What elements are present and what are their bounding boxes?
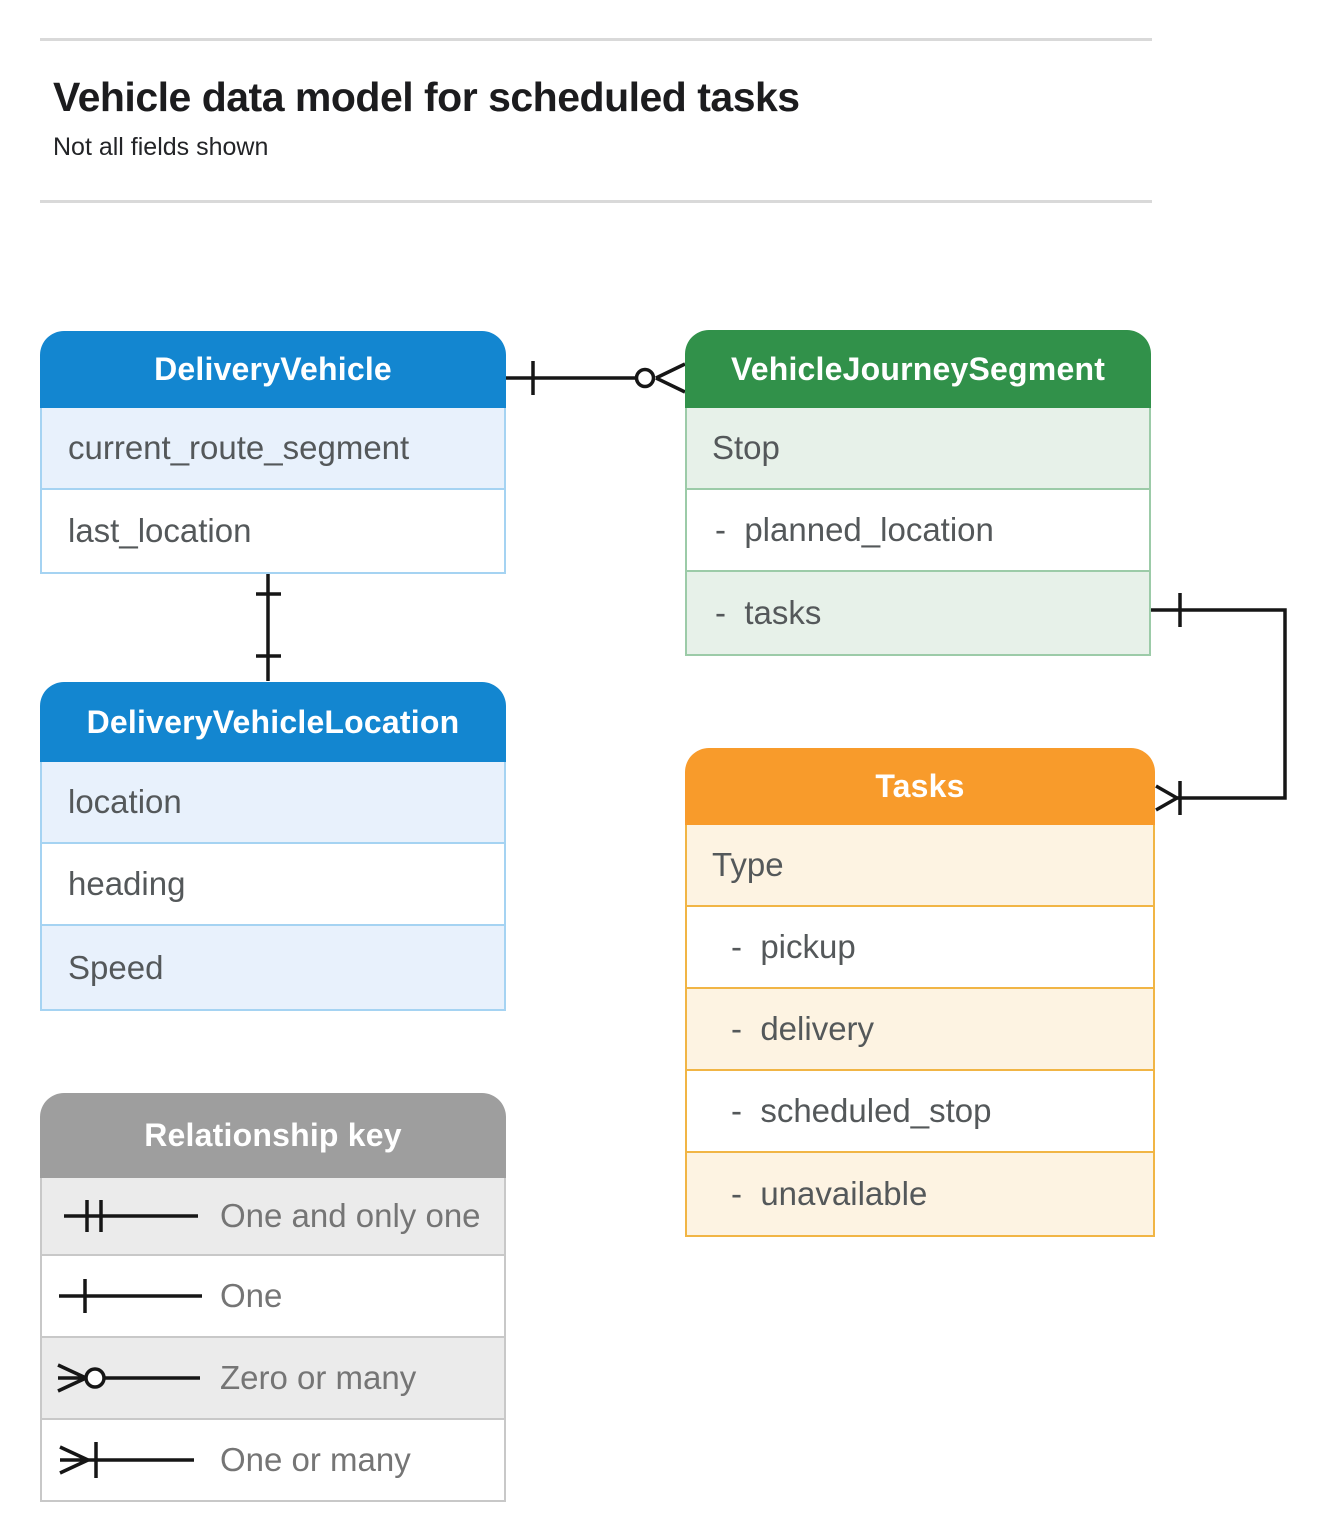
relationship-key: Relationship key One and only one One [40, 1093, 506, 1502]
field-heading: heading [42, 842, 504, 924]
field-tasks: - tasks [687, 570, 1149, 654]
field-scheduled-stop: - scheduled_stop [687, 1069, 1153, 1151]
zero-or-many-symbol [57, 1363, 200, 1393]
connector-vehiclejourneysegment-to-tasks [1150, 593, 1287, 815]
field-delivery: - delivery [687, 987, 1153, 1069]
field-speed: Speed [42, 924, 504, 1009]
relationship-key-title: Relationship key [40, 1093, 506, 1178]
entity-delivery-vehicle-title: DeliveryVehicle [40, 331, 506, 408]
entity-delivery-vehicle: DeliveryVehicle current_route_segment la… [40, 331, 506, 574]
top-divider [40, 38, 1152, 41]
legend-item-one-and-only-one: One and only one [42, 1178, 504, 1254]
field-type: Type [687, 825, 1153, 905]
one-symbol [59, 1279, 202, 1313]
page-subtitle: Not all fields shown [53, 133, 269, 161]
field-pickup: - pickup [687, 905, 1153, 987]
entity-tasks: Tasks Type - pickup - delivery - schedul… [685, 748, 1155, 1237]
legend-item-one-or-many: One or many [42, 1418, 504, 1500]
legend-label: One or many [220, 1441, 411, 1478]
entity-delivery-vehicle-location-title: DeliveryVehicleLocation [40, 682, 506, 762]
entity-vehicle-journey-segment-title: VehicleJourneySegment [685, 330, 1151, 408]
field-location: location [42, 762, 504, 842]
field-current-route-segment: current_route_segment [42, 408, 504, 488]
bottom-divider [40, 200, 1152, 203]
legend-label: One and only one [220, 1197, 481, 1234]
connector-deliveryvehicle-to-deliveryvehiclelocation [256, 570, 281, 681]
field-planned-location: - planned_location [687, 488, 1149, 570]
one-or-many-symbol [59, 1442, 194, 1478]
entity-vehicle-journey-segment: VehicleJourneySegment Stop - planned_loc… [685, 330, 1151, 656]
field-stop: Stop [687, 408, 1149, 488]
field-last-location: last_location [42, 488, 504, 572]
entity-delivery-vehicle-location: DeliveryVehicleLocation location heading… [40, 682, 506, 1011]
page-title: Vehicle data model for scheduled tasks [53, 74, 800, 120]
connector-deliveryvehicle-to-vehiclejourneysegment [506, 361, 686, 395]
legend-label: One [220, 1277, 283, 1314]
legend-item-zero-or-many: Zero or many [42, 1336, 504, 1418]
legend-item-one: One [42, 1254, 504, 1336]
one-and-only-one-symbol [64, 1200, 198, 1232]
entity-tasks-title: Tasks [685, 748, 1155, 825]
field-unavailable: - unavailable [687, 1151, 1153, 1235]
legend-label: Zero or many [220, 1359, 417, 1396]
